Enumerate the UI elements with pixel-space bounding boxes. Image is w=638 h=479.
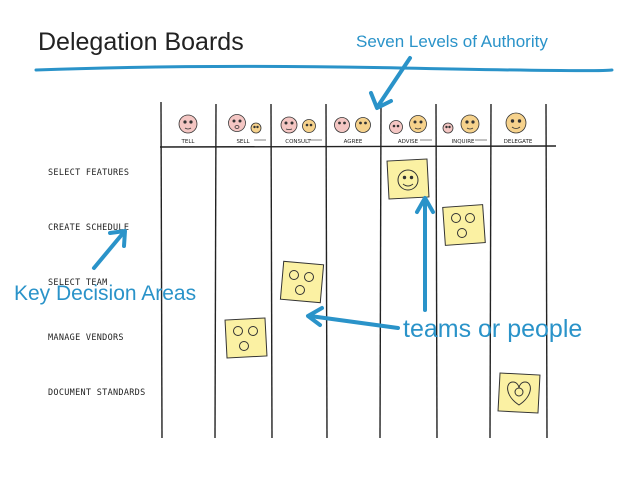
sticky-note xyxy=(279,260,325,304)
sticky-note xyxy=(386,158,430,200)
face-icon xyxy=(334,117,350,133)
face-icon xyxy=(302,119,316,133)
row-labels: SELECT FEATURES CREATE SCHEDULE SELECT T… xyxy=(48,168,146,398)
sticky-note xyxy=(224,317,268,359)
arrow-to-levels xyxy=(376,56,412,108)
face-icon xyxy=(505,112,527,134)
sticky-notes xyxy=(224,158,541,414)
row-label-select-features: SELECT FEATURES xyxy=(48,168,129,178)
callout-key-decision-areas: Key Decision Areas xyxy=(14,282,197,305)
callout-arrows xyxy=(92,56,435,330)
row-label-document-standards: DOCUMENT STANDARDS xyxy=(48,388,146,398)
arrow-to-sticky-left xyxy=(308,314,400,330)
row-label-select-team: SELECT TEAM xyxy=(48,278,108,288)
sticky-note xyxy=(497,372,541,414)
face-icon xyxy=(389,120,403,134)
header-faces xyxy=(178,112,527,134)
row-label-create-schedule: CREATE SCHEDULE xyxy=(48,223,129,233)
column-label-tell: TELL xyxy=(181,139,196,145)
arrow-to-rows xyxy=(92,230,126,270)
face-icon xyxy=(442,122,454,134)
title-underline xyxy=(34,64,614,73)
face-icon xyxy=(250,122,262,134)
face-icon xyxy=(460,114,480,134)
subtitle-seven-levels: Seven Levels of Authority xyxy=(356,32,548,51)
face-icon xyxy=(355,117,371,133)
sticky-note xyxy=(442,204,486,246)
column-labels: TELL SELL CONSULT AGREE ADVISE INQUIRE D… xyxy=(181,139,533,145)
face-icon xyxy=(409,115,427,133)
face-icon xyxy=(280,116,298,134)
board-grid xyxy=(159,101,557,439)
column-label-consult: CONSULT xyxy=(285,139,311,145)
face-icon xyxy=(228,114,246,132)
column-label-agree: AGREE xyxy=(344,139,363,145)
row-label-manage-vendors: MANAGE VENDORS xyxy=(48,333,124,343)
callout-teams-or-people: teams or people xyxy=(403,315,583,343)
column-label-advise: ADVISE xyxy=(398,139,419,145)
column-label-sell: SELL xyxy=(236,139,250,145)
page-title: Delegation Boards xyxy=(38,28,244,56)
column-label-inquire: INQUIRE xyxy=(451,139,475,145)
column-label-delegate: DELEGATE xyxy=(504,139,533,145)
face-icon xyxy=(178,114,198,134)
